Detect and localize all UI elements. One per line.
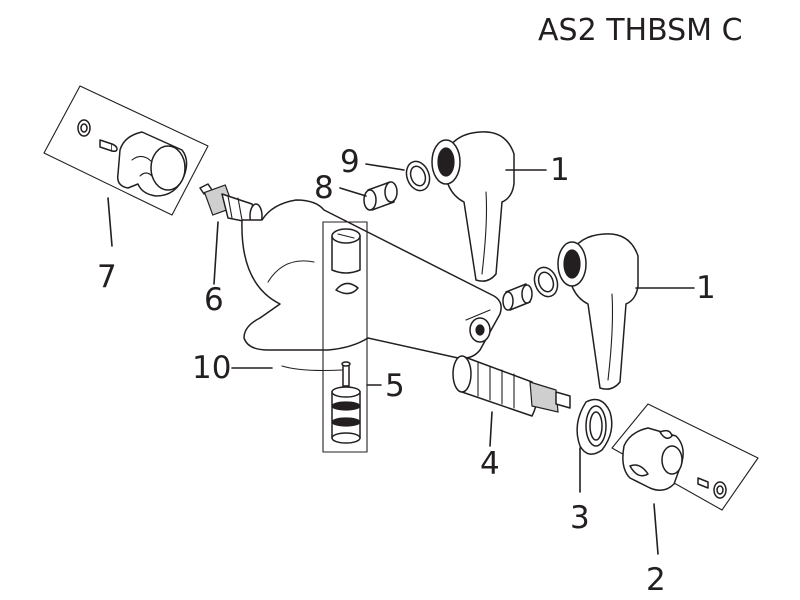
- part-4-thermostatic-cartridge: [452, 355, 571, 417]
- leader-8: [339, 187, 367, 197]
- callout-4: 4: [480, 446, 500, 482]
- leader-7: [107, 197, 113, 247]
- part-9-washer-lower: [533, 266, 559, 298]
- leader-6: [213, 221, 219, 285]
- callout-3: 3: [570, 500, 590, 536]
- leader-2: [653, 503, 659, 555]
- part-5-diverter: [322, 221, 368, 453]
- part-3-retaining-nut: [576, 398, 613, 455]
- callout-10: 10: [192, 350, 231, 386]
- part-7-temperature-handle: [43, 85, 209, 216]
- leader-9: [365, 163, 405, 171]
- part-8-filter-upper: [363, 181, 398, 211]
- callout-1-upper: 1: [550, 152, 570, 188]
- callout-8: 8: [314, 170, 334, 206]
- part-9-washer-upper: [405, 160, 431, 192]
- callout-1-lower: 1: [696, 270, 716, 306]
- callout-9: 9: [340, 144, 360, 180]
- callout-2: 2: [646, 562, 666, 598]
- valve-body: [241, 199, 502, 372]
- callout-6: 6: [204, 282, 224, 318]
- part-2-flow-handle: [611, 403, 759, 511]
- callout-7: 7: [97, 259, 117, 295]
- callout-5: 5: [385, 368, 405, 404]
- part-1-elbow-lower: [557, 233, 639, 390]
- leader-4: [489, 411, 493, 447]
- diagram-title: AS2 THBSM C: [538, 13, 743, 48]
- part-8-filter-lower: [502, 283, 533, 311]
- part-1-elbow-upper: [431, 131, 515, 282]
